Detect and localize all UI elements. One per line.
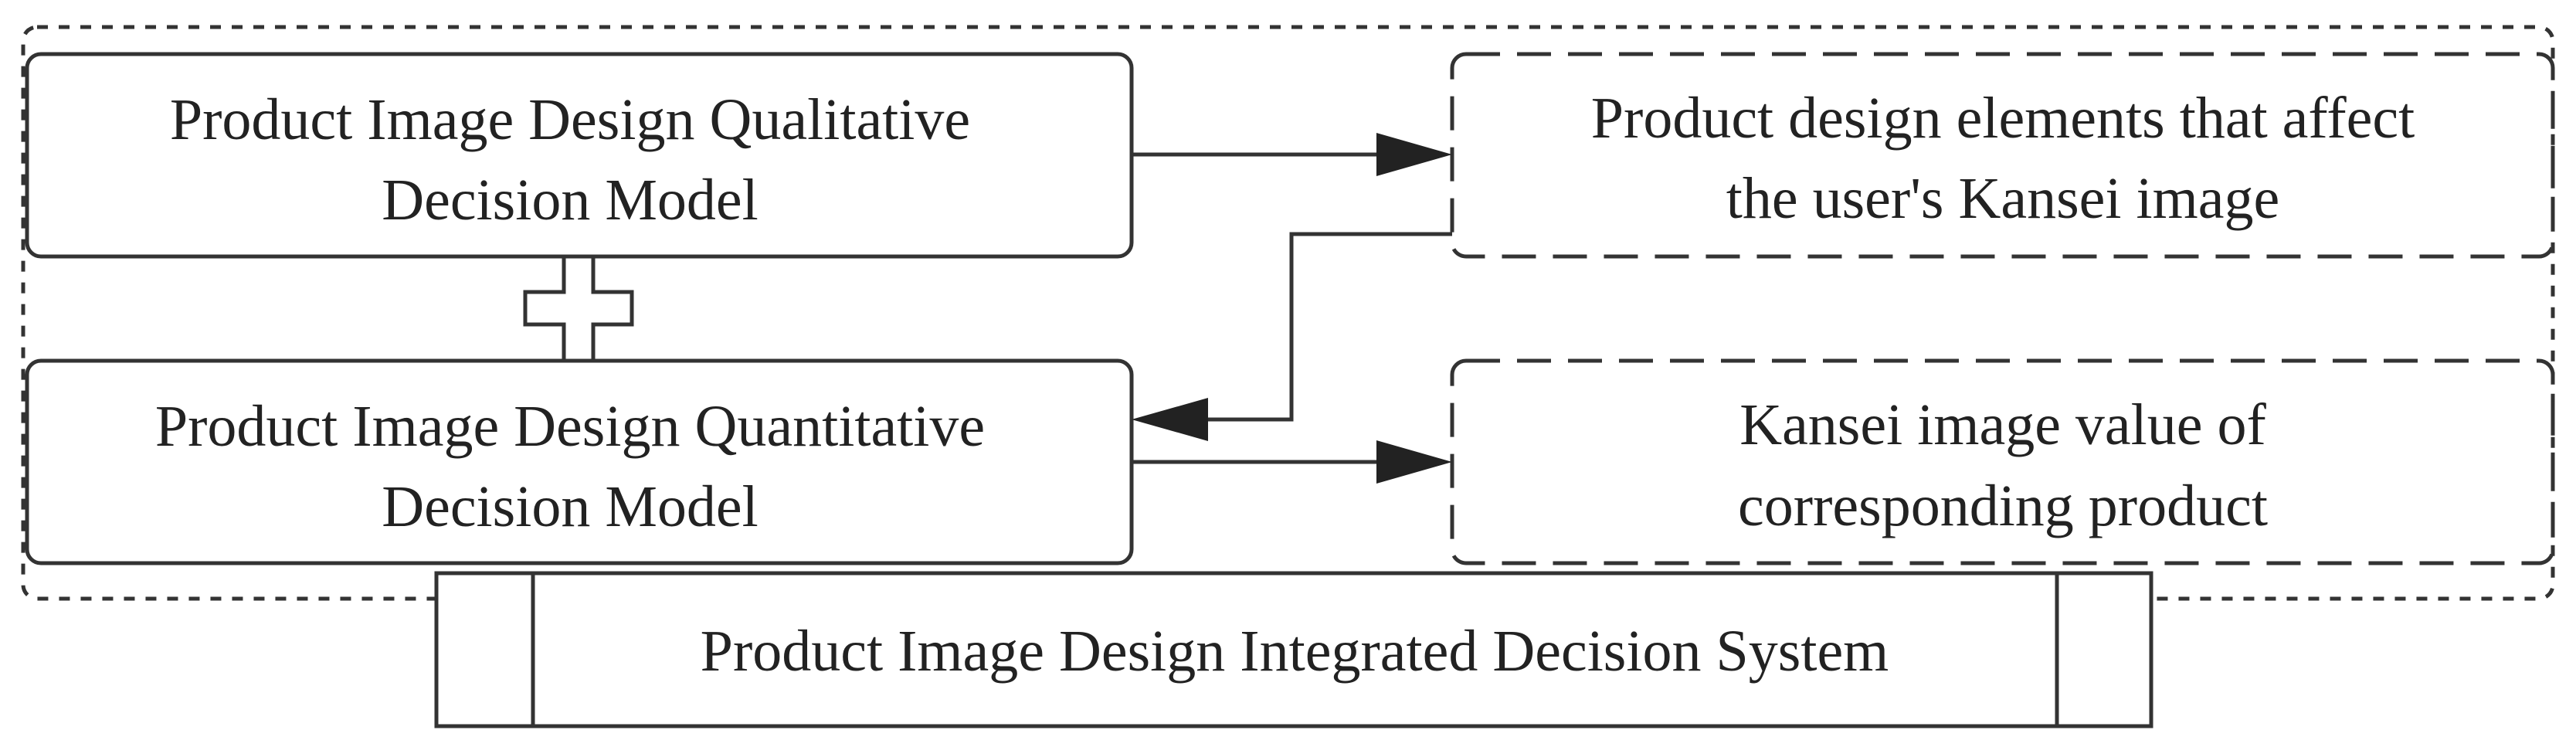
kansei-value-line2: corresponding product — [1738, 474, 2268, 538]
design-elements-line1: Product design elements that affect — [1591, 86, 2415, 151]
arrow-qualitative-to-elements — [1132, 133, 1452, 176]
plus-connector-icon — [523, 254, 634, 363]
arrow-quantitative-to-value — [1132, 440, 1452, 484]
arrow-elements-to-quantitative — [1132, 232, 1452, 441]
qualitative-model-node: Product Image Design Qualitative Decisio… — [25, 52, 1134, 259]
quantitative-model-node: Product Image Design Quantitative Decisi… — [25, 358, 1134, 565]
integrated-system-label: Product Image Design Integrated Decision… — [701, 619, 1889, 684]
design-elements-node: Product design elements that affect the … — [1450, 52, 2555, 259]
qualitative-model-line1: Product Image Design Qualitative — [170, 87, 970, 152]
outer-group-frame — [21, 25, 2555, 601]
qualitative-model-line2: Decision Model — [382, 168, 759, 233]
design-elements-line2: the user's Kansei image — [1726, 166, 2279, 231]
integrated-system-node: Product Image Design Integrated Decision… — [434, 571, 2153, 728]
kansei-value-line1: Kansei image value of — [1739, 392, 2266, 457]
quantitative-model-line1: Product Image Design Quantitative — [155, 394, 985, 459]
quantitative-model-line2: Decision Model — [382, 474, 759, 539]
kansei-value-node: Kansei image value of corresponding prod… — [1450, 358, 2555, 565]
